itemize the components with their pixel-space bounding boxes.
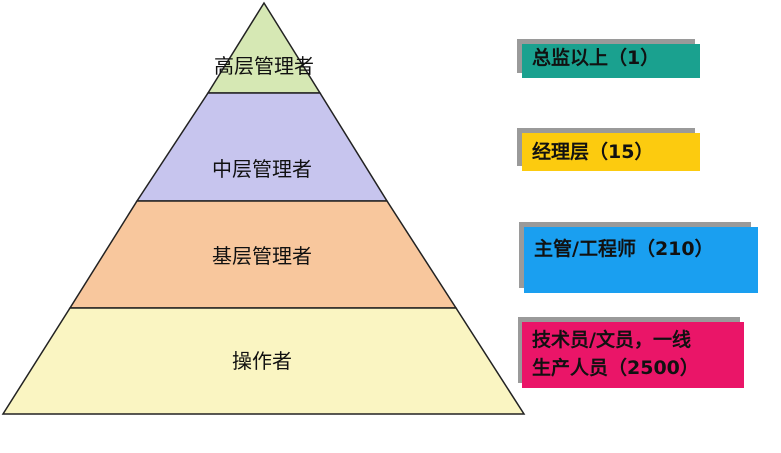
tag-supervisor-text: 主管/工程师（210） xyxy=(534,238,714,260)
tag-executive: 总监以上（1） xyxy=(522,44,700,78)
tag-operator-line1: 技术员/文员，一线 xyxy=(532,329,691,351)
tag-operator-line2: 生产人员（2500） xyxy=(532,357,699,379)
tier-top-label: 高层管理者 xyxy=(214,54,314,78)
tier-middle-label: 中层管理者 xyxy=(212,157,312,181)
tag-operator: 技术员/文员，一线 生产人员（2500） xyxy=(522,322,744,388)
tier-middle-shape xyxy=(135,92,389,202)
tier-operator-label: 操作者 xyxy=(232,349,292,373)
tag-manager-text: 经理层（15） xyxy=(532,141,654,163)
tier-base-manager-label: 基层管理者 xyxy=(212,244,312,268)
tag-executive-text: 总监以上（1） xyxy=(532,47,660,69)
tier-top-shape xyxy=(206,1,322,94)
tier-operator-shape xyxy=(1,307,526,415)
tag-supervisor: 主管/工程师（210） xyxy=(524,227,758,293)
tag-manager: 经理层（15） xyxy=(522,133,700,171)
